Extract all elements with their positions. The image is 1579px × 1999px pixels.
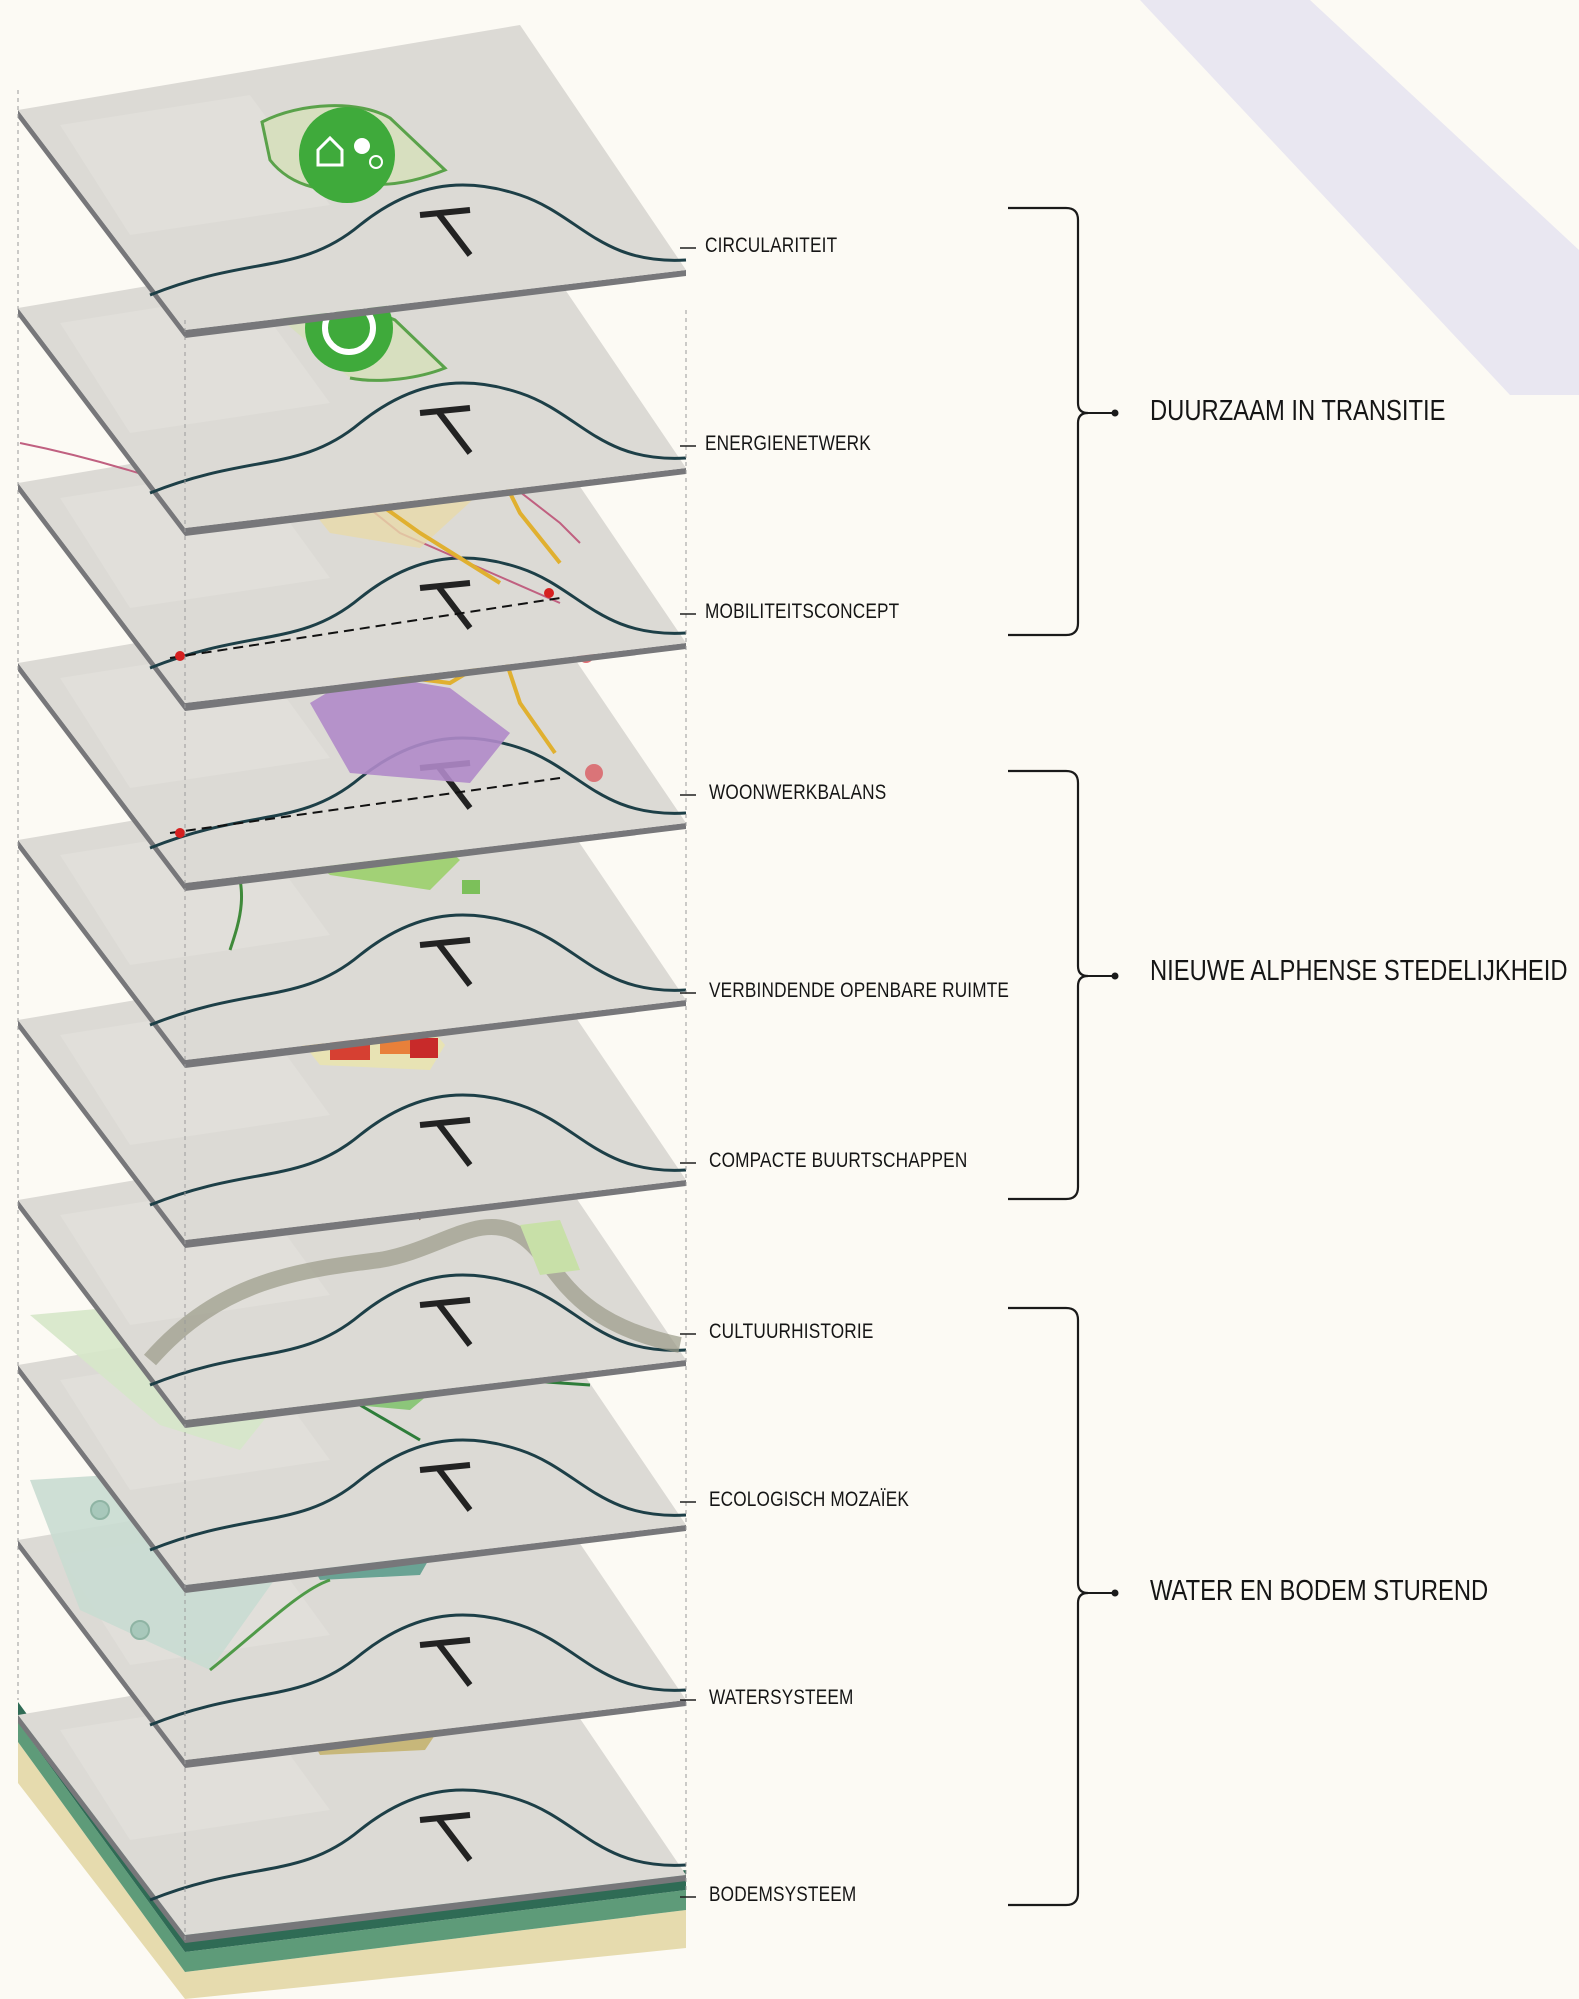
group-brace	[1008, 1308, 1088, 1905]
group-title-duurzaam: DUURZAAM IN TRANSITIE	[1150, 395, 1446, 428]
circularity-icon	[299, 107, 395, 203]
decorative-band	[1140, 0, 1579, 395]
brace-dot	[1112, 1590, 1119, 1597]
layer-label-cultuurhistorie: CULTUURHISTORIE	[709, 1320, 873, 1344]
tree-icon	[354, 138, 370, 154]
layer-label-mobiliteitsconcept: MOBILITEITSCONCEPT	[705, 600, 899, 624]
layer-label-woonwerkbalans: WOONWERKBALANS	[709, 781, 886, 805]
group-title-stedelijkheid: NIEUWE ALPHENSE STEDELIJKHEID	[1150, 955, 1568, 988]
station-star-left	[175, 828, 185, 838]
water-icon	[91, 1501, 109, 1519]
layer-label-ecologisch-mozaiek: ECOLOGISCH MOZAÏEK	[709, 1488, 909, 1512]
layer-label-bodemsysteem: BODEMSYSTEEM	[709, 1883, 856, 1907]
brace-dot	[1112, 973, 1119, 980]
station-star-left	[175, 651, 185, 661]
green-patch	[462, 880, 480, 894]
group-braces	[1008, 208, 1119, 1905]
brace-dot	[1112, 410, 1119, 417]
plates	[18, 25, 686, 1943]
water-icon	[131, 1621, 149, 1639]
layer-label-compacte-buurtschappen: COMPACTE BUURTSCHAPPEN	[709, 1149, 967, 1173]
layer-label-energienetwerk: ENERGIENETWERK	[705, 432, 871, 456]
layer-label-watersysteem: WATERSYSTEEM	[709, 1686, 854, 1710]
group-title-water-bodem: WATER EN BODEM STUREND	[1150, 1575, 1488, 1608]
block-red	[410, 1038, 438, 1058]
station-star-right	[544, 588, 554, 598]
hotspot	[585, 764, 603, 782]
layer-label-verbindende-openbare-ruimte: VERBINDENDE OPENBARE RUIMTE	[709, 979, 1009, 1003]
layer-label-circulariteit: CIRCULARITEIT	[705, 234, 837, 258]
label-connectors	[680, 248, 696, 1897]
group-brace	[1008, 208, 1088, 635]
group-brace	[1008, 771, 1088, 1199]
